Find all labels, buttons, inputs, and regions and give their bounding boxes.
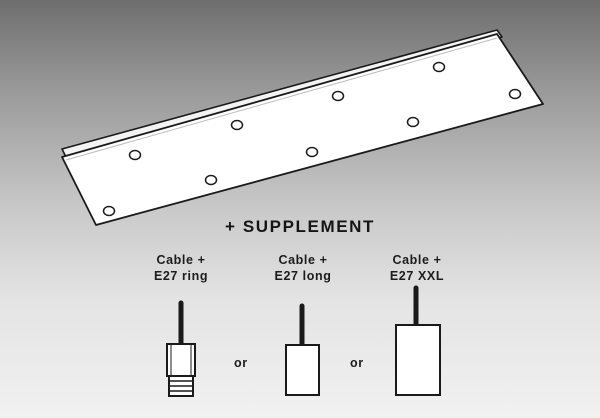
option-label-line2: E27 ring [153, 269, 209, 283]
cable-e27-long-icon [285, 303, 320, 396]
plate-hole [102, 205, 116, 217]
plate-hole [128, 149, 142, 161]
plate-fold-line [65, 37, 498, 161]
plate-hole [305, 146, 319, 158]
option-label-line2: E27 XXL [389, 269, 445, 283]
plate-face [61, 33, 544, 226]
supplement-heading: + SUPPLEMENT [224, 217, 376, 236]
option-label-line1: Cable + [278, 253, 328, 267]
plate-hole [230, 119, 244, 131]
cable-e27-xxl-icon [395, 285, 441, 396]
plate-hole [508, 88, 522, 100]
cable-e27-ring-icon [166, 300, 196, 397]
separator-or: or [350, 356, 364, 370]
plate-hole [432, 61, 446, 73]
option-label-e27-ring: Cable + E27 ring [121, 252, 241, 284]
plate-hole [331, 90, 345, 102]
option-label-line1: Cable + [392, 253, 442, 267]
option-label-e27-long: Cable + E27 long [243, 252, 363, 284]
plate-holes [102, 61, 522, 217]
plate-hole [406, 116, 420, 128]
plate-hole [204, 174, 218, 186]
option-label-line1: Cable + [156, 253, 206, 267]
separator-or: or [234, 356, 248, 370]
option-label-line2: E27 long [274, 269, 332, 283]
option-label-e27-xxl: Cable + E27 XXL [357, 252, 477, 284]
